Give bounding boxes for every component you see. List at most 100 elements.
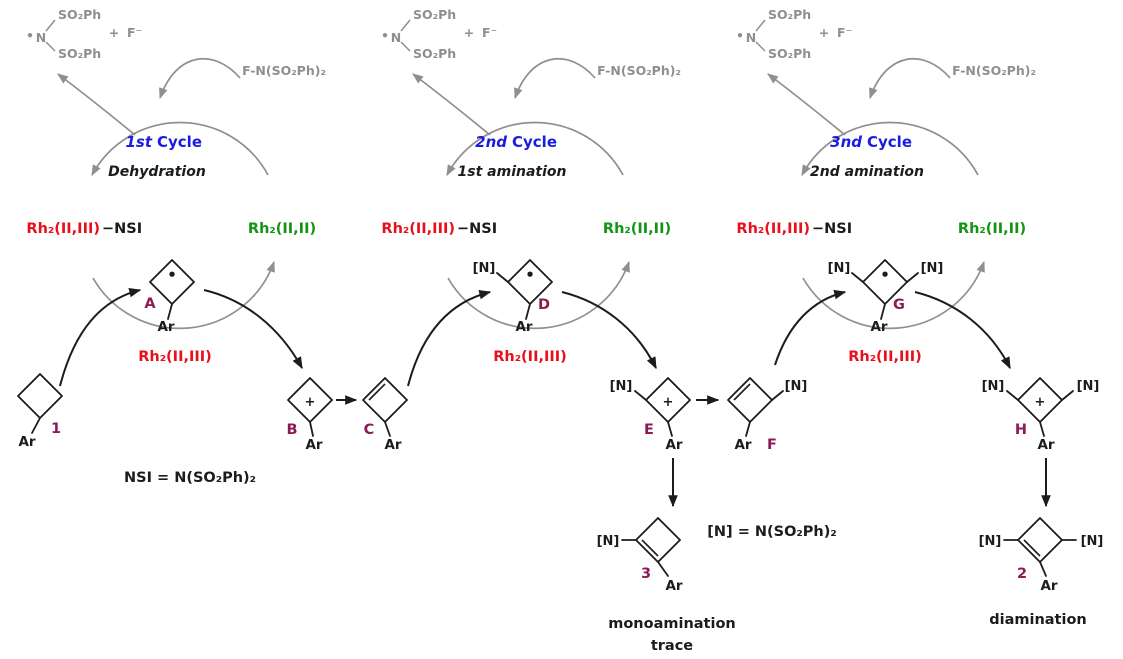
n-definition: [N] = N(SO₂Ph)₂ <box>707 524 836 540</box>
radical-nitrogen: N <box>746 30 756 45</box>
species-structures: Ar 1 • Ar A + Ar B Ar C • [ <box>17 259 1104 594</box>
reagent-label: F-N(SO₂Ph)₂ <box>597 63 681 78</box>
cycle-bottom-arc <box>447 260 630 330</box>
n-group-label-left: [N] <box>982 379 1005 394</box>
bond-to-ar <box>1039 421 1045 437</box>
intermediate-G: • [N] [N] Ar G <box>828 259 944 335</box>
intermediate-letter: E <box>644 422 654 438</box>
reagent-arrow <box>159 57 241 100</box>
ar-label: Ar <box>870 319 887 335</box>
nsi-definition: NSI = N(SO₂Ph)₂ <box>124 470 256 486</box>
bond-to-ar <box>1039 561 1047 577</box>
bond-to-ar <box>525 303 531 320</box>
reagent-arrow <box>514 57 596 100</box>
rh-nsi-label-red: Rh₂(II,III) <box>26 221 100 237</box>
byproduct-arrow <box>57 73 136 136</box>
arrow-D-to-E <box>561 291 657 370</box>
product-2: [N] [N] Ar 2 <box>979 517 1104 594</box>
reagent-label: F-N(SO₂Ph)₂ <box>242 63 326 78</box>
fluoride-label: F⁻ <box>482 25 497 40</box>
rh-nsi-label-red: Rh₂(II,III) <box>381 221 455 237</box>
bond-to-ar <box>309 421 314 437</box>
bond-to-ar <box>657 561 669 577</box>
bond-to-n-right <box>1061 390 1074 401</box>
product-3: [N] Ar 3 <box>597 517 683 594</box>
bond-to-ar <box>31 417 41 434</box>
arrow-F-to-G <box>774 289 847 366</box>
n-group-label-right: [N] <box>1077 379 1100 394</box>
rh-nsi-label-black: −NSI <box>102 221 142 237</box>
radical-so2ph-bottom: SO₂Ph <box>413 46 456 61</box>
intermediate-A: • Ar A <box>144 259 195 335</box>
intermediate-C: Ar C <box>362 377 408 453</box>
ar-label: Ar <box>1040 578 1057 594</box>
plus-charge: + <box>663 395 674 410</box>
bond-to-n-left <box>851 272 864 283</box>
byproduct-arrow <box>767 73 846 136</box>
bond-to-n <box>771 390 784 401</box>
intermediate-B: + Ar B <box>286 377 333 453</box>
ar-label: Ar <box>18 434 35 450</box>
radical-dot: • <box>381 28 389 43</box>
ar-label: Ar <box>157 319 174 335</box>
cycle-title-word: Cycle <box>157 133 202 151</box>
cyclobutane-ring <box>17 373 63 419</box>
radical-dot: • <box>525 266 535 284</box>
fluoride-label: F⁻ <box>127 25 142 40</box>
ar-label: Ar <box>515 319 532 335</box>
arrow-A-to-B <box>203 289 303 370</box>
radical-so2ph-top: SO₂Ph <box>58 7 101 22</box>
n-group-label: [N] <box>785 379 808 394</box>
cycle-bottom-arc <box>92 260 275 330</box>
arrow-1-to-A <box>59 287 142 387</box>
intermediate-letter: A <box>144 296 156 312</box>
compound-number: 2 <box>1017 566 1027 582</box>
bond-to-ar <box>880 303 886 320</box>
intermediate-letter: F <box>767 437 777 453</box>
bond-to-ar <box>745 421 751 437</box>
arrow-G-to-H <box>914 291 1011 370</box>
radical-dot: • <box>167 266 177 284</box>
intermediate-letter: D <box>538 297 550 313</box>
bond-to-ar <box>384 421 391 437</box>
cycle-top-arc <box>91 121 269 176</box>
plus-sign: + <box>464 25 474 40</box>
n-group-label: [N] <box>610 379 633 394</box>
cycle-title-num: 1st <box>125 133 152 151</box>
plus-charge: + <box>1035 395 1046 410</box>
cycle-subtitle: 1st amination <box>458 164 567 180</box>
intermediate-letter: B <box>286 422 297 438</box>
reagent-arrow <box>869 57 951 100</box>
arrow-C-to-D <box>407 289 492 387</box>
n-group-label-left: [N] <box>828 261 851 276</box>
byproduct-arrow <box>412 73 491 136</box>
ar-label: Ar <box>665 578 682 594</box>
compound-number: 3 <box>641 566 651 582</box>
rh23-label: Rh₂(II,III) <box>493 349 567 365</box>
rh-nsi-label-black: −NSI <box>457 221 497 237</box>
compound-1: Ar 1 <box>17 373 63 450</box>
ar-label: Ar <box>665 437 682 453</box>
monoamination-caption: monoamination <box>608 616 736 632</box>
cycle-subtitle: Dehydration <box>108 164 206 180</box>
cycle-title-num: 2nd <box>475 133 507 151</box>
rh-nsi-label-red: Rh₂(II,III) <box>736 221 810 237</box>
bond-to-ar <box>167 303 173 320</box>
bond-to-n <box>634 390 647 401</box>
reagent-label: F-N(SO₂Ph)₂ <box>952 63 1036 78</box>
plus-sign: + <box>109 25 119 40</box>
ar-label: Ar <box>305 437 322 453</box>
cycle-title-word: Cycle <box>867 133 912 151</box>
n-so2ph-bond-bottom <box>45 41 56 52</box>
n-group-label-right: [N] <box>1081 534 1104 549</box>
n-group-label-left: [N] <box>979 534 1002 549</box>
rh23-label: Rh₂(II,III) <box>138 349 212 365</box>
n-group-label-right: [N] <box>921 261 944 276</box>
intermediate-F: [N] Ar F <box>727 377 808 453</box>
radical-dot: • <box>26 28 34 43</box>
radical-so2ph-top: SO₂Ph <box>768 7 811 22</box>
ar-label: Ar <box>734 437 751 453</box>
cycle-2: • N SO₂Ph SO₂Ph + F⁻ F-N(SO₂Ph)₂ 2nd Cyc… <box>381 7 681 365</box>
notes: NSI = N(SO₂Ph)₂ [N] = N(SO₂Ph)₂ monoamin… <box>124 470 1087 654</box>
